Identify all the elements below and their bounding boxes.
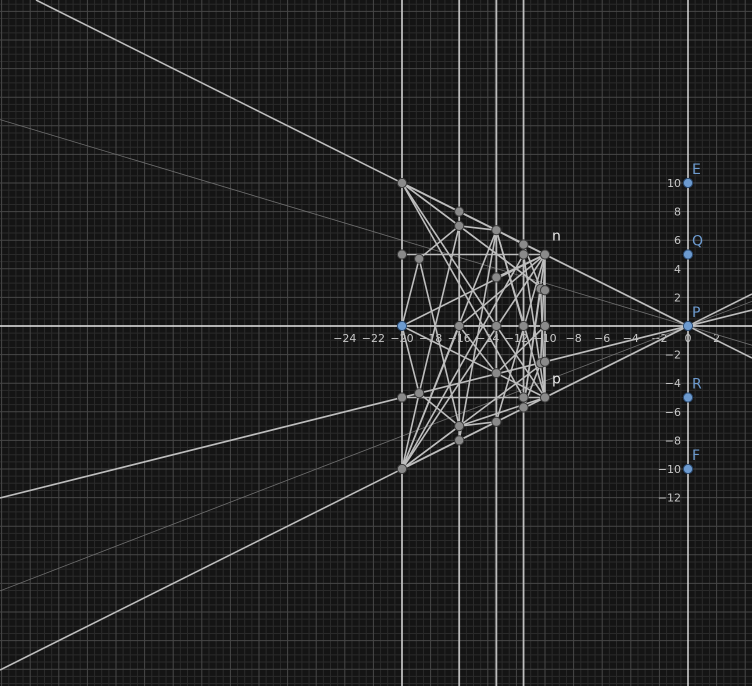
segment[interactable] (401, 182, 525, 399)
x-tick-label: −22 (362, 332, 385, 345)
x-tick-label: 0 (685, 332, 692, 345)
point[interactable] (539, 356, 551, 367)
thin-line[interactable] (0, 119, 752, 346)
ray-line[interactable] (0, 293, 752, 671)
point[interactable] (454, 320, 465, 332)
point-label-f: F (692, 448, 700, 464)
segment[interactable] (458, 421, 498, 427)
point[interactable] (396, 249, 408, 260)
segment[interactable] (458, 396, 546, 427)
point[interactable] (454, 421, 465, 432)
point[interactable] (396, 177, 408, 189)
point-e[interactable] (682, 177, 694, 189)
point[interactable] (518, 239, 529, 250)
point[interactable] (491, 368, 502, 379)
point-labels: E Q P R Fn p (552, 162, 703, 464)
segment[interactable] (401, 325, 420, 395)
segment[interactable] (418, 225, 461, 260)
x-tick-label: −6 (594, 332, 610, 345)
point[interactable] (491, 225, 502, 236)
segment[interactable] (495, 253, 546, 423)
point[interactable] (539, 249, 551, 260)
point-p[interactable] (682, 320, 694, 332)
segment[interactable] (539, 253, 546, 364)
construction-lines[interactable] (0, 0, 752, 671)
point-label-e: E (692, 162, 701, 178)
x-tick-label: −18 (419, 332, 442, 345)
segment[interactable] (401, 325, 461, 470)
segment[interactable] (458, 253, 546, 327)
point-f[interactable] (682, 463, 694, 475)
segment[interactable] (522, 288, 542, 409)
point-blue[interactable] (396, 320, 408, 332)
segment[interactable] (401, 392, 420, 470)
point[interactable] (414, 253, 425, 264)
segment[interactable] (418, 392, 461, 427)
segment[interactable] (418, 257, 461, 427)
point-label-r: R (692, 377, 702, 393)
segment[interactable] (401, 253, 546, 470)
point[interactable] (491, 416, 502, 427)
ray-line[interactable] (35, 0, 752, 359)
y-tick-label: −12 (658, 492, 681, 505)
x-tick-label: −14 (476, 332, 499, 345)
vertical-lines[interactable] (401, 0, 525, 686)
point[interactable] (518, 320, 529, 332)
y-tick-label: −2 (665, 349, 681, 362)
segment[interactable] (495, 325, 546, 374)
segment[interactable] (495, 325, 546, 399)
point-r[interactable] (682, 392, 694, 403)
y-tick-label: 6 (674, 234, 681, 247)
point[interactable] (518, 402, 529, 413)
point[interactable] (539, 285, 551, 296)
thin-line[interactable] (0, 300, 752, 592)
segment[interactable] (458, 325, 498, 374)
point[interactable] (414, 388, 425, 399)
point[interactable] (539, 392, 551, 403)
x-tick-label: −8 (565, 332, 581, 345)
segment[interactable] (458, 225, 498, 231)
segment[interactable] (418, 225, 461, 395)
point-label-p: p (552, 372, 561, 388)
point[interactable] (454, 435, 465, 446)
y-tick-label: 4 (674, 263, 681, 276)
point[interactable] (454, 220, 465, 231)
point-label-q: Q (692, 234, 703, 250)
point-q[interactable] (682, 249, 694, 260)
segment[interactable] (458, 225, 546, 292)
thin-construction-lines[interactable] (0, 119, 752, 592)
y-tick-label: 10 (667, 177, 681, 190)
y-tick-label: −6 (665, 406, 681, 419)
point-label-n: n (552, 229, 561, 245)
segment[interactable] (539, 288, 546, 399)
x-tick-label: −24 (333, 332, 356, 345)
y-tick-label: 2 (674, 291, 681, 304)
y-tick-label: −10 (658, 463, 681, 476)
point[interactable] (491, 272, 502, 283)
point[interactable] (396, 392, 408, 403)
point[interactable] (518, 392, 529, 403)
point[interactable] (396, 463, 408, 475)
point[interactable] (491, 320, 502, 332)
segment[interactable] (495, 253, 546, 279)
y-tick-label: −8 (665, 434, 681, 447)
point[interactable] (454, 206, 465, 217)
segment[interactable] (495, 229, 546, 399)
points[interactable] (396, 177, 694, 475)
point[interactable] (539, 320, 551, 332)
y-tick-label: −4 (665, 377, 681, 390)
ray-line[interactable] (0, 309, 752, 499)
segment[interactable] (401, 257, 420, 327)
point[interactable] (518, 249, 529, 260)
segment[interactable] (401, 425, 461, 470)
point-label-p: P (692, 305, 700, 321)
y-tick-label: 8 (674, 206, 681, 219)
x-tick-label: 2 (713, 332, 720, 345)
segment[interactable] (522, 253, 546, 399)
